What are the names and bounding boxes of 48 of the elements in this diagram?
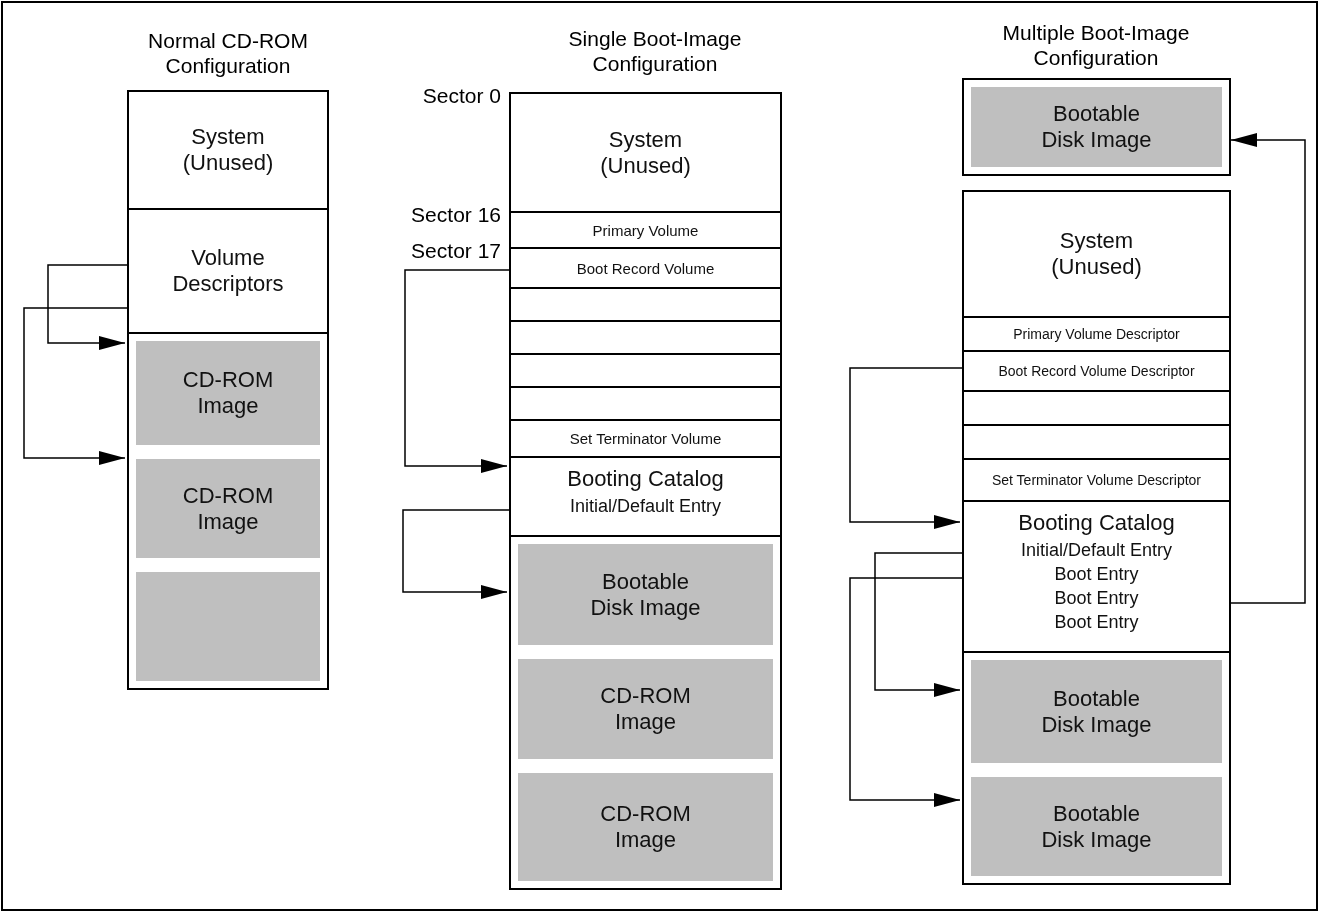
arrow xyxy=(874,552,963,697)
catalog-entry: Boot Entry xyxy=(1054,611,1139,634)
image-segment: CD-ROM Image xyxy=(127,452,329,565)
empty-segment xyxy=(509,320,782,353)
sector-label: Sector 0 xyxy=(422,84,501,108)
image-segment: Bootable Disk Image xyxy=(962,651,1231,770)
column-heading: Normal CD-ROM Configuration xyxy=(147,28,309,78)
arrow xyxy=(849,577,963,807)
catalog-entry: Boot Entry xyxy=(1054,563,1139,586)
column-heading: Single Boot-Image Configuration xyxy=(567,26,743,76)
memory-segment: Volume Descriptors xyxy=(127,208,329,332)
segment-heading: Booting Catalog xyxy=(567,465,724,493)
memory-segment: System (Unused) xyxy=(127,90,329,208)
sector-label: Sector 17 xyxy=(411,239,501,263)
image-segment: CD-ROM Image xyxy=(509,766,782,890)
empty-segment xyxy=(127,565,329,690)
memory-segment: Primary Volume xyxy=(509,211,782,247)
column-heading: Multiple Boot-Image Configuration xyxy=(1001,20,1191,70)
empty-segment xyxy=(509,386,782,419)
catalog-entry: Initial/Default Entry xyxy=(569,495,722,518)
memory-segment: Boot Record Volume xyxy=(509,247,782,287)
empty-segment xyxy=(509,353,782,386)
image-segment: Bootable Disk Image xyxy=(962,78,1231,176)
memory-segment: System (Unused) xyxy=(962,190,1231,316)
memory-segment xyxy=(962,500,1231,651)
image-segment: CD-ROM Image xyxy=(127,332,329,452)
arrow xyxy=(47,264,128,350)
catalog-entry: Boot Entry xyxy=(1054,587,1139,610)
sector-label: Sector 16 xyxy=(411,203,501,227)
memory-segment: Boot Record Volume Descriptor xyxy=(962,350,1231,390)
empty-segment xyxy=(962,390,1231,424)
segment-heading: Booting Catalog xyxy=(1018,509,1175,537)
memory-segment: Primary Volume Descriptor xyxy=(962,316,1231,350)
empty-segment xyxy=(509,287,782,320)
arrow xyxy=(1230,133,1306,604)
memory-segment: Set Terminator Volume xyxy=(509,419,782,456)
arrow xyxy=(23,307,128,465)
memory-segment: System (Unused) xyxy=(509,92,782,211)
memory-segment: Set Terminator Volume Descriptor xyxy=(962,458,1231,500)
arrow xyxy=(404,269,510,473)
arrow xyxy=(402,509,510,599)
empty-segment xyxy=(962,424,1231,458)
image-segment: Bootable Disk Image xyxy=(962,770,1231,885)
catalog-entry: Initial/Default Entry xyxy=(1020,539,1173,562)
image-segment: Bootable Disk Image xyxy=(509,535,782,652)
arrow xyxy=(849,367,963,529)
image-segment: CD-ROM Image xyxy=(509,652,782,766)
memory-segment xyxy=(509,456,782,535)
